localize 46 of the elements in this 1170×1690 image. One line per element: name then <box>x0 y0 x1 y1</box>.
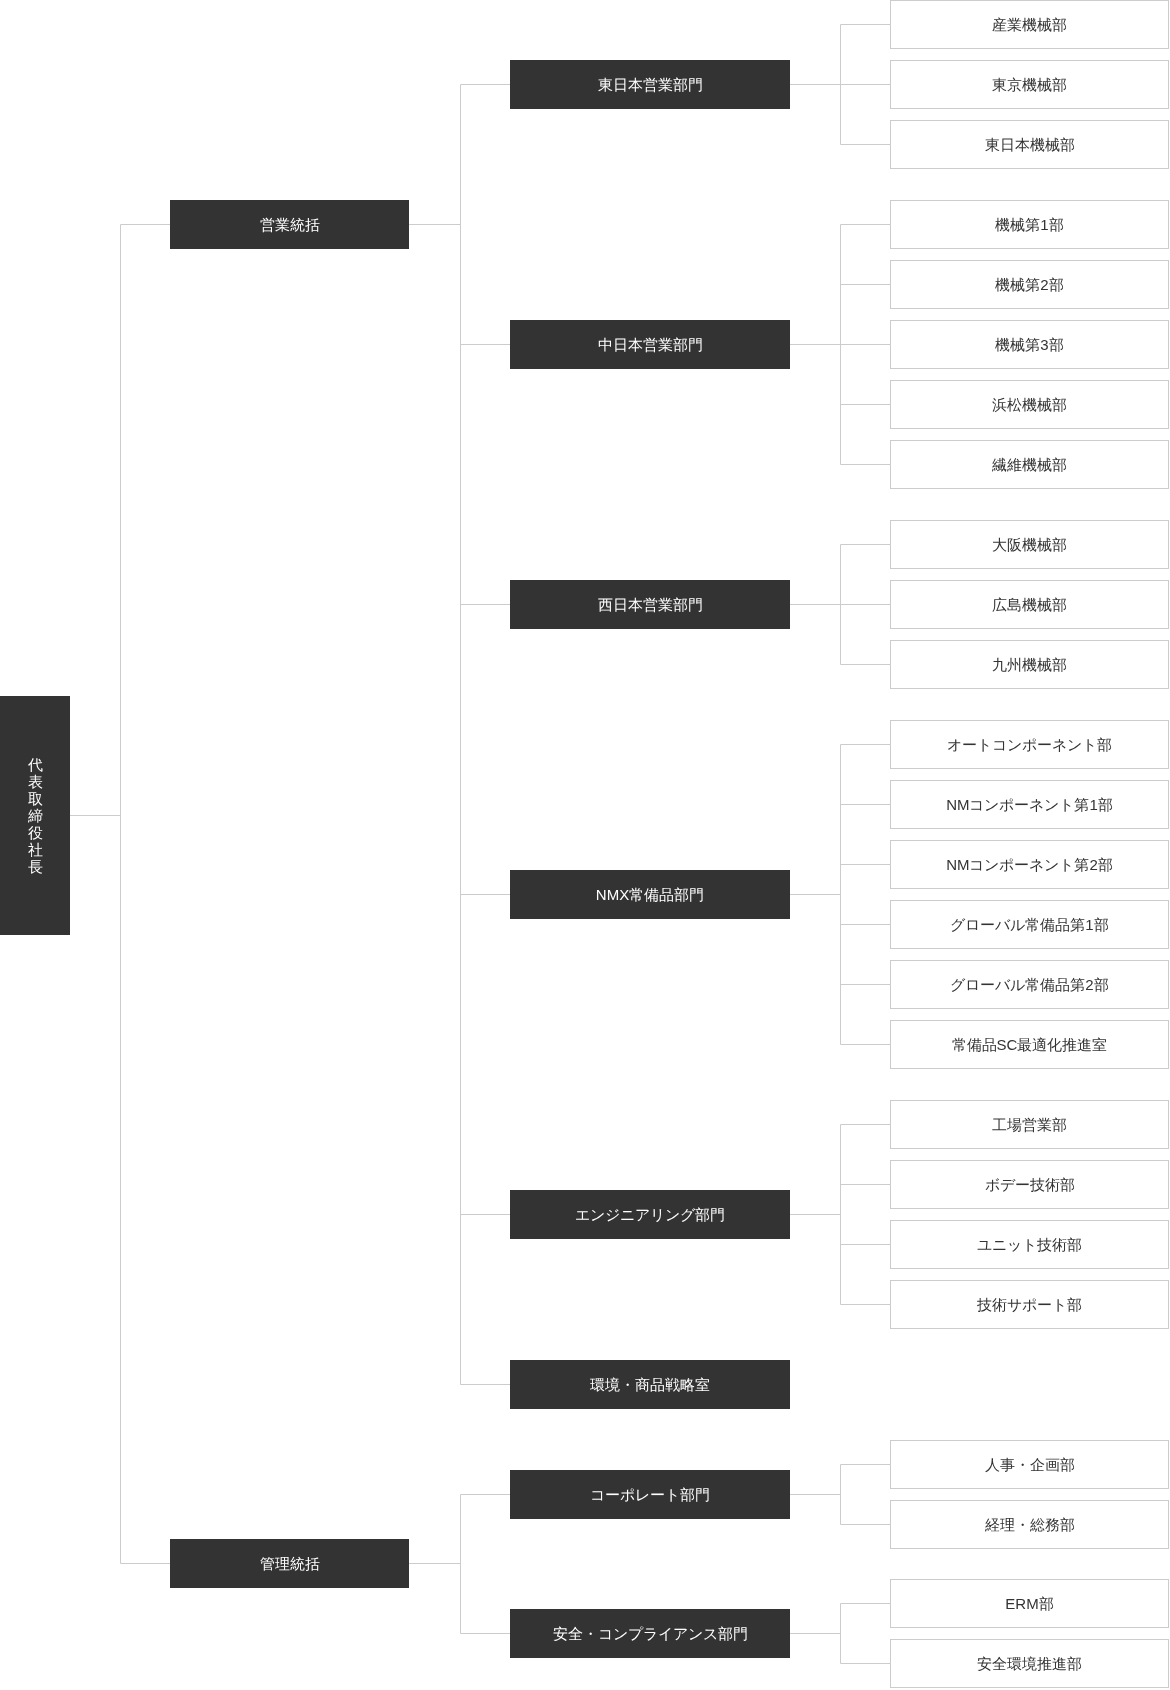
connector-line <box>789 744 891 1045</box>
org-box: ERM部 <box>890 1579 1169 1628</box>
org-box: グローバル常備品第1部 <box>890 900 1169 949</box>
connector-line <box>789 1464 891 1525</box>
org-box: 機械第3部 <box>890 320 1169 369</box>
org-box: ユニット技術部 <box>890 1220 1169 1269</box>
org-box: ボデー技術部 <box>890 1160 1169 1209</box>
org-box: オートコンポーネント部 <box>890 720 1169 769</box>
org-box: 産業機械部 <box>890 0 1169 49</box>
org-box: グローバル常備品第2部 <box>890 960 1169 1009</box>
org-box: コーポレート部門 <box>510 1470 790 1519</box>
org-box: 安全環境推進部 <box>890 1639 1169 1688</box>
org-box: 経理・総務部 <box>890 1500 1169 1549</box>
connector-line <box>69 224 171 1564</box>
connector-line <box>789 544 891 665</box>
org-box: 機械第1部 <box>890 200 1169 249</box>
org-box: 安全・コンプライアンス部門 <box>510 1609 790 1658</box>
org-box: 管理統括 <box>170 1539 409 1588</box>
org-box: 営業統括 <box>170 200 409 249</box>
org-box: 常備品SC最適化推進室 <box>890 1020 1169 1069</box>
connector-line <box>408 84 511 1385</box>
org-box: NMコンポーネント第2部 <box>890 840 1169 889</box>
org-box: 九州機械部 <box>890 640 1169 689</box>
org-box: 中日本営業部門 <box>510 320 790 369</box>
org-box: NMコンポーネント第1部 <box>890 780 1169 829</box>
org-box: 機械第2部 <box>890 260 1169 309</box>
org-box: 浜松機械部 <box>890 380 1169 429</box>
connector-line <box>789 1603 891 1664</box>
org-box: 西日本営業部門 <box>510 580 790 629</box>
org-box: 広島機械部 <box>890 580 1169 629</box>
org-box: 工場営業部 <box>890 1100 1169 1149</box>
connector-line <box>789 224 891 465</box>
org-box: NMX常備品部門 <box>510 870 790 919</box>
connector-line <box>789 1124 891 1305</box>
connector-line <box>408 1494 511 1634</box>
org-box: 東京機械部 <box>890 60 1169 109</box>
org-box: 東日本営業部門 <box>510 60 790 109</box>
org-box: 人事・企画部 <box>890 1440 1169 1489</box>
connector-line <box>789 24 891 145</box>
org-box: 技術サポート部 <box>890 1280 1169 1329</box>
org-box: 環境・商品戦略室 <box>510 1360 790 1409</box>
org-box: エンジニアリング部門 <box>510 1190 790 1239</box>
org-box: 東日本機械部 <box>890 120 1169 169</box>
vertical-title-box: 代表取締役社長 <box>0 696 70 935</box>
org-box: 大阪機械部 <box>890 520 1169 569</box>
org-box: 繊維機械部 <box>890 440 1169 489</box>
